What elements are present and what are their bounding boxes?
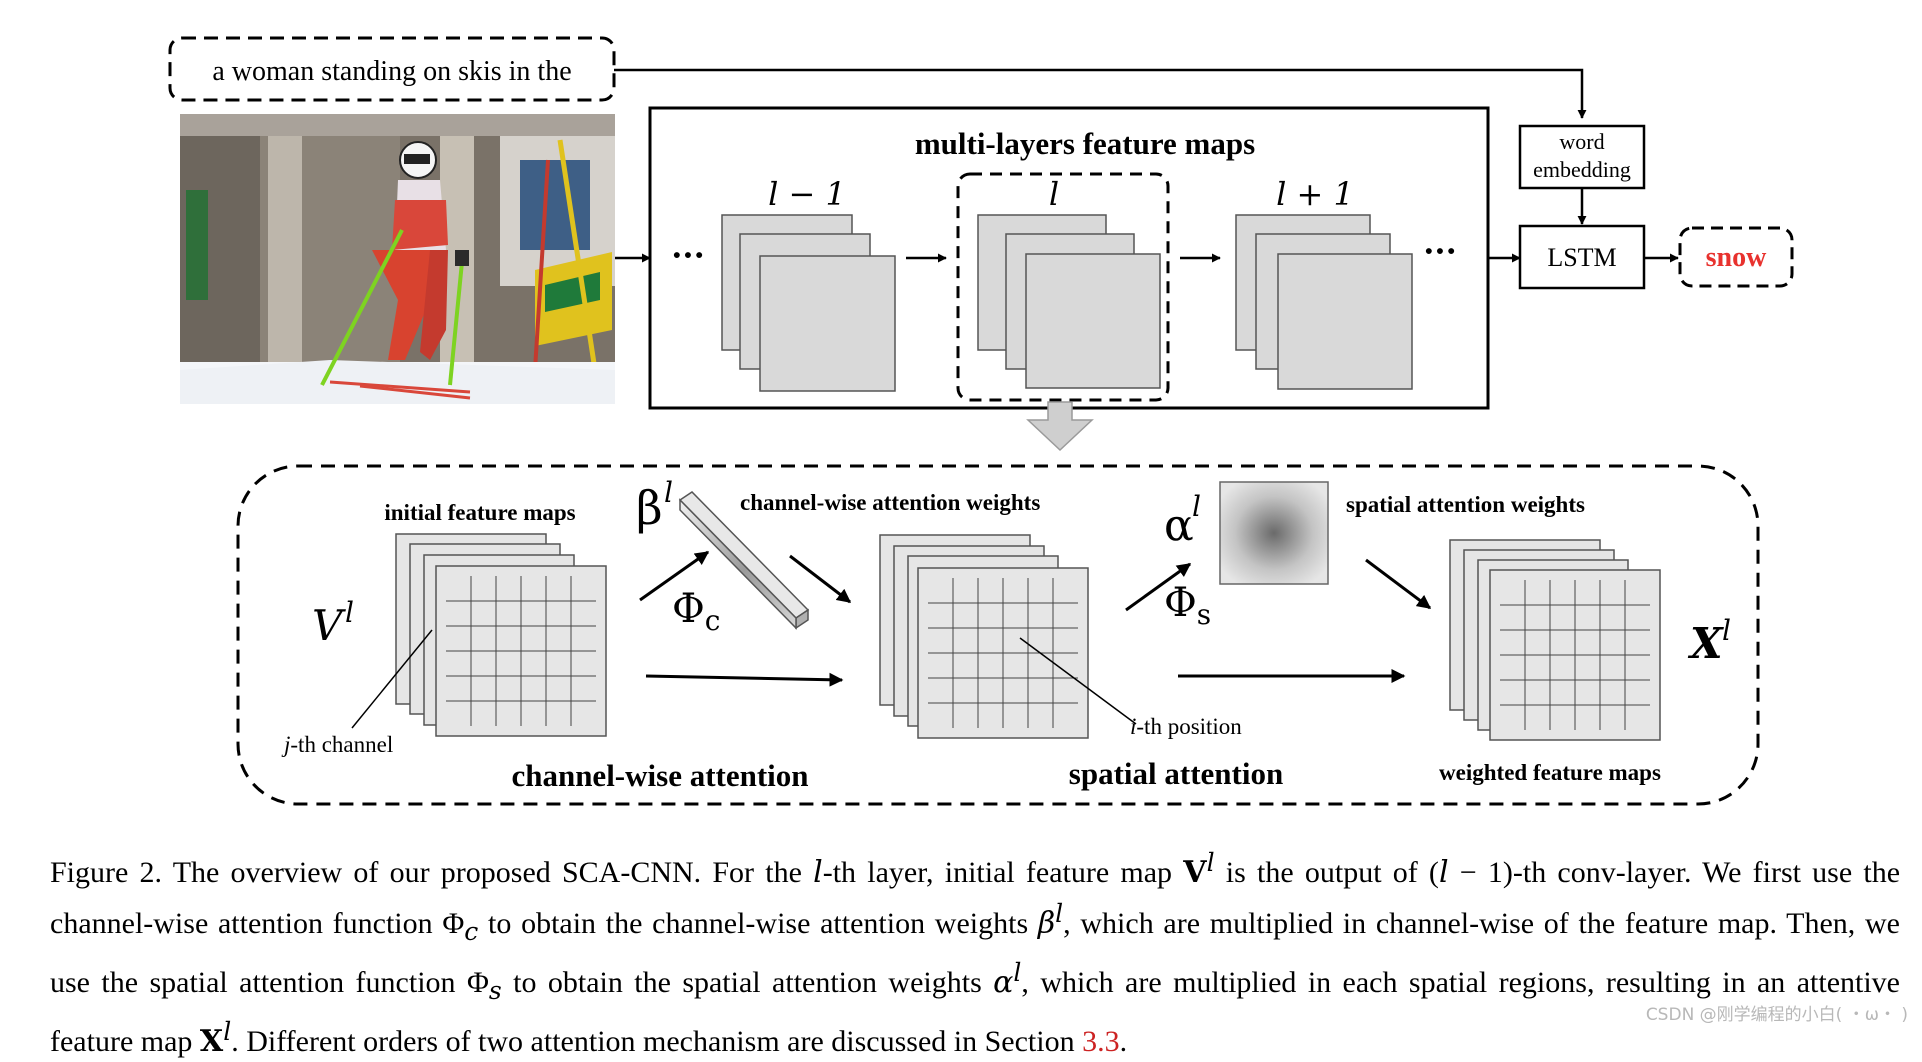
x-superscript: l	[1722, 614, 1731, 647]
i-position-label: i-th position	[1130, 714, 1242, 739]
ellipsis-right: ···	[1423, 232, 1456, 270]
caption-to-embedding-arrow	[614, 68, 1587, 119]
spatial-weights-to-maps-arrow	[1365, 558, 1432, 610]
beta-label: β	[636, 481, 663, 535]
channel-attended-maps	[879, 534, 1089, 739]
x-label: X	[1687, 619, 1724, 668]
weighted-feature-maps	[1449, 539, 1661, 741]
initial-feature-maps-label: initial feature maps	[384, 500, 575, 525]
channel-weights-to-maps-arrow	[789, 554, 852, 604]
j-channel-label: j-th channel	[281, 732, 393, 757]
i-position-pointer	[1019, 637, 1137, 725]
to-spatial-weights-arrow	[1125, 562, 1192, 612]
channel-weights-bar	[678, 491, 810, 630]
word-embedding-line1: word	[1559, 129, 1604, 154]
spatial-attention-label: spatial attention	[1069, 756, 1283, 791]
layer-label-next: l + 1	[1276, 175, 1354, 213]
initial-feature-maps	[395, 533, 607, 737]
expand-arrow	[1026, 401, 1094, 452]
channel-weights-label: channel-wise attention weights	[740, 490, 1040, 515]
layer-label-prev: l − 1	[768, 175, 846, 213]
current-layer-highlight	[956, 172, 1170, 402]
spatial-weights-label: spatial attention weights	[1346, 492, 1585, 517]
weighted-feature-maps-label: weighted feature maps	[1439, 760, 1661, 785]
watermark: CSDN @刚学编程的小白( ・ω・ )	[1645, 1005, 1908, 1025]
lstm-label: LSTM	[1547, 243, 1616, 272]
phi-c-label: Φc	[672, 586, 720, 637]
word-embedding-line2: embedding	[1533, 157, 1631, 182]
channel-wise-attention-label: channel-wise attention	[511, 758, 808, 793]
v-label: V	[312, 601, 346, 650]
section-ref-link[interactable]: 3.3	[1082, 1025, 1120, 1058]
j-channel-pointer	[351, 629, 433, 729]
output-word: snow	[1706, 242, 1767, 273]
multi-layers-title: multi-layers feature maps	[915, 126, 1255, 161]
input-caption-box: a woman standing on skis in the	[168, 36, 616, 102]
feature-maps-next	[1235, 214, 1413, 390]
beta-superscript: l	[664, 476, 673, 509]
input-caption-text: a woman standing on skis in the	[212, 56, 571, 87]
figure-diagram: a woman standing on skis in the	[168, 36, 1794, 806]
figure-caption: Figure 2. The overview of our proposed S…	[50, 848, 1901, 1059]
alpha-label: α	[1164, 500, 1194, 551]
alpha-superscript: l	[1192, 490, 1201, 523]
sca-module-box	[236, 464, 1760, 806]
v-superscript: l	[345, 596, 354, 629]
feature-maps-prev	[721, 214, 896, 392]
ellipsis-left: ···	[671, 236, 704, 274]
multi-layers-box: multi-layers feature maps l − 1 ··· l l …	[648, 106, 1490, 410]
layer-label-current: l	[1049, 175, 1059, 213]
feature-maps-current	[977, 214, 1161, 389]
word-embedding-box: word embedding	[1518, 124, 1646, 190]
spatial-weights-map	[1219, 481, 1329, 585]
phi-s-label: Φs	[1164, 580, 1211, 631]
output-word-box: snow	[1678, 226, 1794, 288]
channel-skip-arrow	[645, 672, 844, 687]
skier-photo	[180, 114, 615, 404]
lstm-box: LSTM	[1518, 224, 1646, 290]
to-channel-weights-arrow	[639, 550, 710, 602]
